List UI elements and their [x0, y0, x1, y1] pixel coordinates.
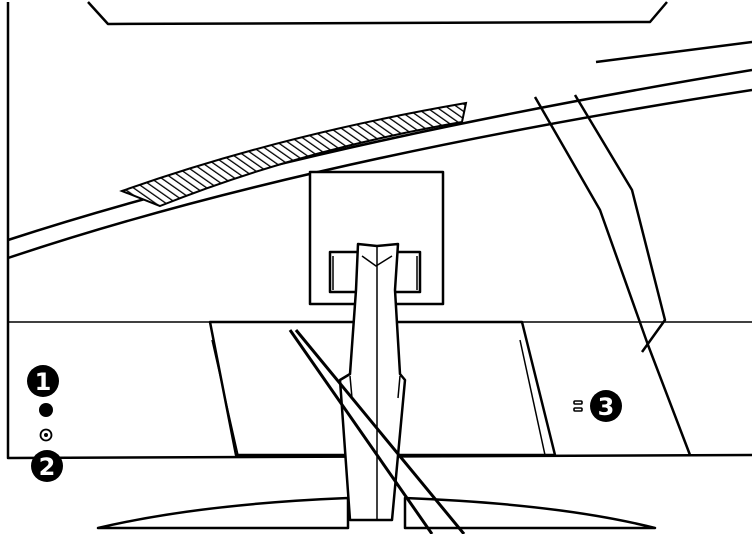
callout-2: 2 [31, 450, 63, 482]
kensington-lock [573, 400, 583, 412]
stand-base [96, 329, 657, 534]
rear-side-contour [533, 94, 692, 456]
callout-2-number: 2 [39, 453, 56, 481]
callout-3: 3 [590, 390, 622, 422]
callout-1: 1 [27, 365, 59, 397]
stand-neck [338, 242, 407, 522]
joystick-button [39, 403, 53, 417]
power-button [39, 428, 53, 442]
callout-3-number: 3 [598, 393, 615, 421]
callout-1-number: 1 [35, 368, 52, 396]
vent-grille [119, 101, 468, 208]
